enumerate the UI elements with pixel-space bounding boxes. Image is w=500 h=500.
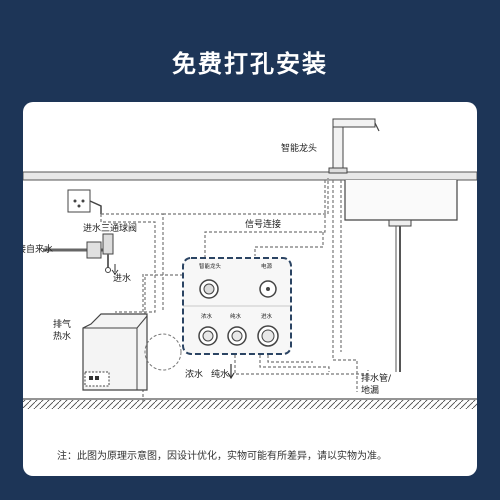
diagram-card: 智能龙头 进水三通球阀 接自来水 信号连接 进水 排气 热水 智能龙头 电源 浓… <box>23 102 477 476</box>
port-label-pure: 纯水 <box>230 314 242 320</box>
port-pure <box>227 326 247 346</box>
wall-socket-icon <box>67 189 102 214</box>
label-concentrate-out: 浓水 <box>185 370 204 380</box>
label-three-way-valve: 进水三通球阀 <box>83 224 138 234</box>
port-inlet <box>257 325 279 347</box>
page-title: 免费打孔安装 <box>172 50 328 78</box>
smart-faucet-icon <box>328 118 380 174</box>
flow-arrow-icon <box>111 264 235 380</box>
label-smart-faucet: 智能龙头 <box>281 144 318 154</box>
floor <box>23 398 477 409</box>
label-signal-connection: 信号连接 <box>245 220 282 230</box>
port-label-power: 电源 <box>261 264 273 270</box>
label-exhaust: 排气 <box>53 320 72 330</box>
port-smart-faucet <box>199 279 219 299</box>
installation-diagram <box>23 118 477 409</box>
port-concentrate <box>198 326 218 346</box>
port-power <box>259 280 277 298</box>
port-label-concentrate: 浓水 <box>201 314 213 320</box>
port-label-smart-faucet: 智能龙头 <box>199 264 222 270</box>
label-floor-drain: 地漏 <box>361 386 380 396</box>
label-tap-water: 接自来水 <box>23 245 54 255</box>
connection-lines <box>100 178 369 402</box>
disclaimer-note: 注：此图为原理示意图，因设计优化，实物可能有所差异，请以实物为准。 <box>57 451 387 462</box>
label-inlet: 进水 <box>113 274 132 284</box>
label-pure-out: 纯水 <box>211 370 230 380</box>
label-drain-pipe: 排水管/ <box>361 374 392 384</box>
countertop <box>23 171 477 181</box>
port-label-inlet: 进水 <box>261 314 273 320</box>
three-way-valve-icon <box>43 233 114 273</box>
label-hot-water: 热水 <box>53 332 72 342</box>
water-purifier-icon <box>82 313 148 391</box>
sink-basin <box>344 180 458 372</box>
